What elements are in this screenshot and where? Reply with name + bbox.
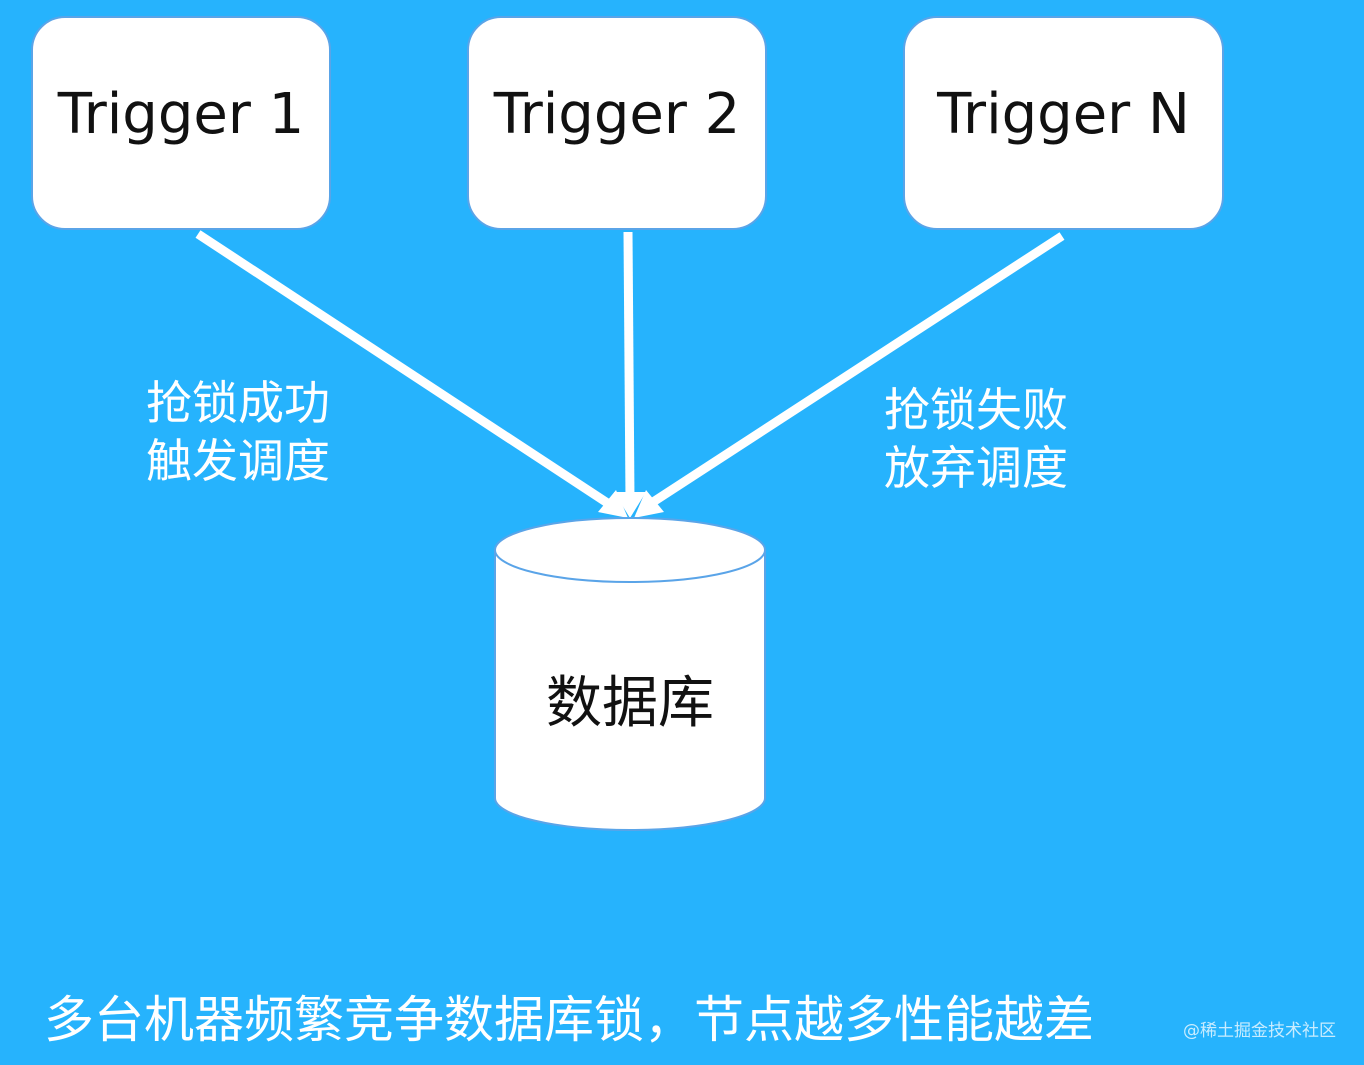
connector-trigger-n-to-database [647,232,1065,508]
watermark: @稀土掘金技术社区 [1183,1021,1336,1041]
trigger-2-label: Trigger 2 [493,81,741,147]
lock-fail-line-2: 放弃调度 [884,441,1068,495]
connector-trigger-2-to-database [623,231,635,501]
connector-trigger-1-to-database [195,230,615,510]
arrowhead-from-trigger-n-icon [634,490,664,518]
trigger-n-label: Trigger N [937,81,1190,147]
lock-success-line-2: 触发调度 [146,434,330,488]
trigger-2-node: Trigger 2 [467,16,767,230]
arrowhead-from-trigger-2-icon [614,492,646,518]
database-cylinder [494,517,766,831]
trigger-1-node: Trigger 1 [31,16,331,230]
trigger-n-node: Trigger N [903,16,1224,230]
trigger-1-label: Trigger 1 [57,81,305,147]
lock-success-line-1: 抢锁成功 [146,376,330,430]
lock-success-annotation: 抢锁成功 触发调度 [146,374,330,490]
database-label: 数据库 [546,671,714,736]
diagram-caption: 多台机器频繁竞争数据库锁，节点越多性能越差 [44,991,1094,1049]
arrowhead-from-trigger-1-icon [598,490,628,518]
lock-fail-annotation: 抢锁失败 放弃调度 [884,381,1068,497]
lock-fail-line-1: 抢锁失败 [884,383,1068,437]
